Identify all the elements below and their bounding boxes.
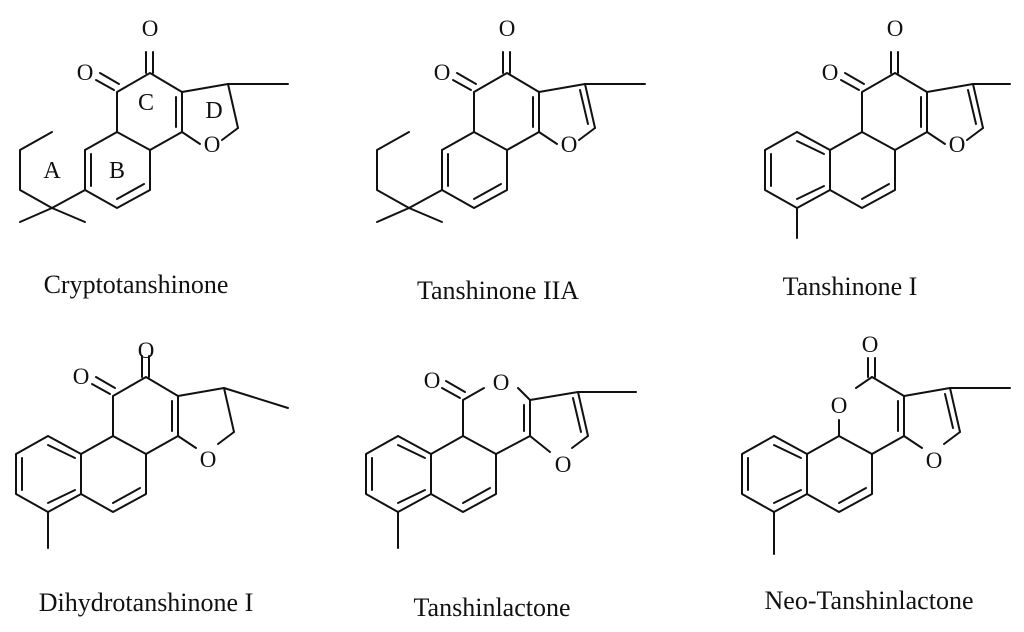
oxygen-atom-label: O [73,364,90,389]
ring-a-aromatic [15,435,82,549]
ring-label-b: B [109,158,125,184]
compound-name-tanshinlactone: Tanshinlactone [413,593,571,622]
carbonyl-bonds [441,380,466,399]
carbonyl-bonds [452,51,511,91]
ring-c-lactone [462,387,531,455]
oxygen-atom-label: O [822,60,839,85]
compound-name-tanshinone-i: Tanshinone I [782,272,918,301]
ring-d-furan [926,83,1011,145]
ring-b [84,131,151,209]
structure-tanshinone-i: O O O [764,16,1011,239]
oxygen-atom-label: O [555,452,572,477]
oxygen-atom-label: O [424,368,441,393]
structure-tanshinlactone: O O O [365,368,637,549]
oxygen-atom-label: O [138,338,155,363]
ring-b [441,131,508,209]
oxygen-atom-label: O [561,132,578,157]
ring-c [112,376,179,455]
ring-a-aromatic [741,435,808,555]
gem-dimethyl [376,207,443,223]
compound-name-neo-tanshinlactone: Neo-Tanshinlactone [764,586,974,615]
ring-label-a: A [43,158,61,184]
carbonyl-bonds [867,357,876,378]
structure-cryptotanshinone: O O O A B C D [19,16,289,223]
oxygen-atom-label: O [949,132,966,157]
carbonyl-bonds [840,51,899,91]
compound-name-cryptotanshinone: Cryptotanshinone [43,270,229,299]
ring-a-aromatic [764,131,831,239]
structure-dihydrotanshinone-i: O O O [15,338,289,549]
ring-label-d: D [205,98,222,124]
ring-c-lactone [838,376,905,455]
ring-d [177,387,289,449]
structure-neo-tanshinlactone: O O O [741,332,1011,555]
compound-name-tanshinone-iia: Tanshinone IIA [416,276,580,305]
oxygen-atom-label: O [204,132,221,157]
ring-a [19,131,86,209]
ring-c [473,72,540,151]
ring-d [181,83,289,145]
structure-tanshinone-iia: O O O [376,16,646,223]
compound-name-dihydrotanshinone-i: Dihydrotanshinone I [38,588,254,617]
ring-d-furan [529,391,637,453]
oxygen-atom-label: O [434,60,451,85]
oxygen-atom-label: O [887,16,904,41]
carbonyl-bonds [91,355,150,395]
carbonyl-bonds [95,51,154,91]
ring-d-furan [903,387,1011,449]
oxygen-atom-label: O [862,332,879,357]
ring-a [376,131,443,209]
oxygen-atom-label: O [200,447,217,472]
ring-label-c: C [138,90,154,116]
oxygen-atom-label: O [831,393,848,418]
oxygen-atom-label: O [926,448,943,473]
oxygen-atom-label: O [493,370,510,395]
oxygen-atom-label: O [142,16,159,41]
ring-b [430,435,497,513]
ring-c [861,72,928,151]
oxygen-atom-label: O [499,16,516,41]
ring-a-aromatic [365,435,432,549]
ring-c [116,72,183,151]
ring-d-furan [538,83,646,145]
ring-b [80,435,147,513]
ring-b [829,131,896,209]
ring-b [806,435,873,513]
gem-dimethyl [19,207,86,223]
oxygen-atom-label: O [77,60,94,85]
